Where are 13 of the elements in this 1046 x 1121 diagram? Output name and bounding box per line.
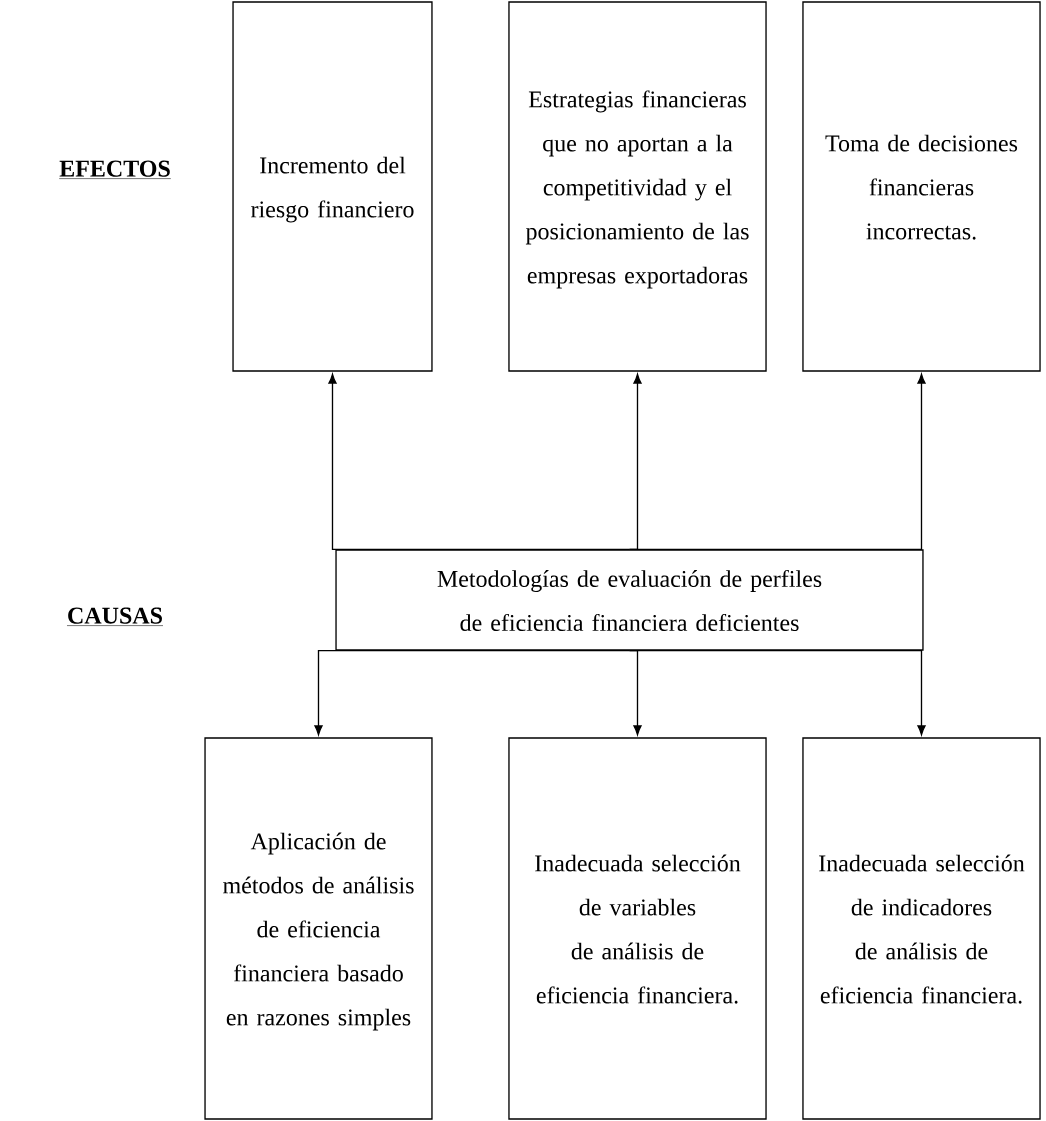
arrow bbox=[628, 373, 926, 550]
section-label: EFECTOS bbox=[58, 160, 172, 179]
arrow bbox=[314, 650, 631, 736]
section-label: CAUSAS bbox=[66, 607, 164, 626]
text-box: Inadecuada selección de variables de análisis de eficiencia financiera. bbox=[508, 737, 767, 1120]
text-box: Metodologías de evaluación de perfiles de eficiencia financiera deficientes bbox=[335, 549, 924, 651]
text-box: Inadecuada selección de indicadores de análisis de eficiencia financiera. bbox=[802, 737, 1041, 1120]
arrow bbox=[328, 373, 631, 550]
arrow bbox=[628, 650, 926, 736]
text-box: Toma de decisiones financieras incorrectas. bbox=[802, 1, 1041, 372]
text-box: Estrategias financieras que no aportan a la competitividad y el posicionamiento de las empresas exportadoras bbox=[508, 1, 767, 372]
text-box: Incremento del riesgo financiero bbox=[232, 1, 433, 372]
text-box: Aplicación de métodos de análisis de eficiencia financiera basado en razones simples bbox=[204, 737, 433, 1120]
